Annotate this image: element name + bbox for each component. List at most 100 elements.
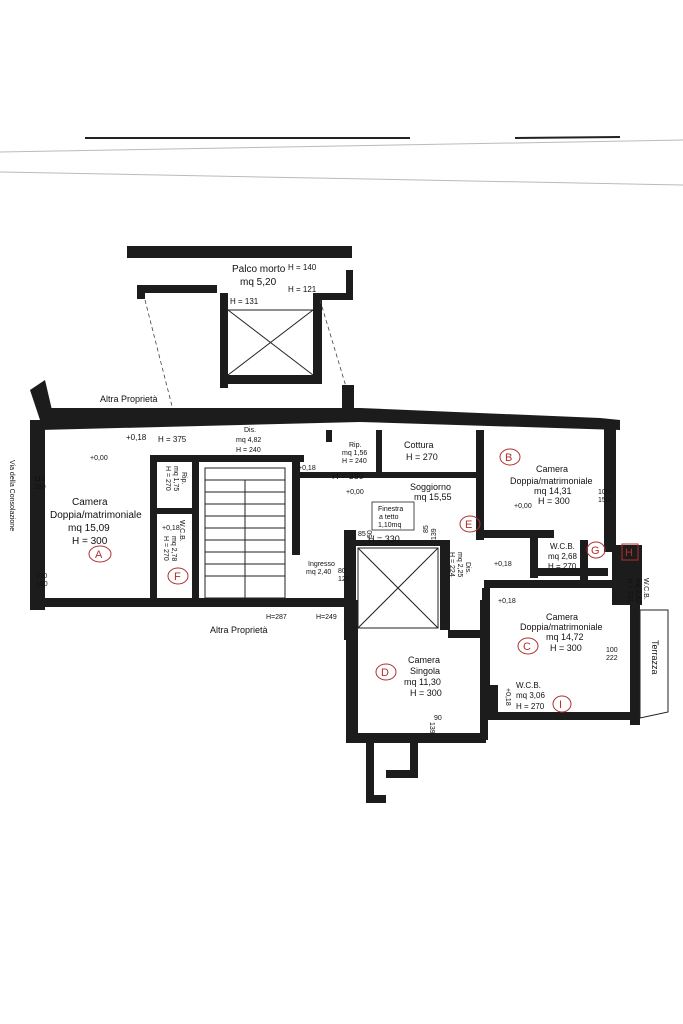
- room-b-letter: B: [505, 452, 512, 464]
- dis1-area: mq 4,82: [236, 437, 261, 444]
- rip2-area: mq 1,75: [172, 466, 179, 491]
- dis1-name: Dis.: [244, 427, 256, 434]
- room-e-name: Soggiorno: [410, 482, 451, 492]
- room-i-area: mq 3,06: [516, 691, 545, 700]
- dim-85-a: 85: [358, 531, 366, 538]
- room-i-name: W.C.B.: [516, 681, 541, 690]
- room-c-letter: C: [523, 641, 531, 653]
- dis2-height: H = 224: [448, 552, 455, 577]
- room-a-marker: [88, 545, 112, 563]
- terrazza-name: Terrazza: [650, 640, 660, 675]
- room-a-name1: Camera: [72, 497, 108, 508]
- dim-100-a: 100: [598, 489, 610, 496]
- palco-name: Palco morto: [232, 264, 286, 275]
- dim-222: 222: [606, 655, 618, 662]
- room-a-height: H = 300: [72, 536, 108, 547]
- annot-lvl-a-top: +0,18: [126, 433, 147, 442]
- room-g-letter: G: [591, 545, 600, 557]
- room-h-letter: H: [625, 547, 633, 559]
- annot-lvl0-a: +0,00: [90, 455, 108, 462]
- rip1-name: Rip.: [349, 442, 362, 449]
- dim-150: 150: [598, 497, 610, 504]
- cottura-name: Cottura: [404, 440, 434, 450]
- annot-lvl-g: +0,18: [494, 561, 512, 568]
- rip1-height: H = 240: [342, 458, 367, 465]
- room-e-area: mq 15,55: [414, 492, 452, 502]
- room-f-lvl: +0,18: [162, 525, 180, 532]
- dim-100-b: 100: [606, 647, 618, 654]
- room-e-height: H = 330: [368, 534, 400, 544]
- annot-lvl-dis: +0,18: [298, 465, 316, 472]
- room-b-name1: Camera: [536, 464, 568, 474]
- annot-lvl0-e: +0,00: [346, 489, 364, 496]
- room-c-marker: [517, 637, 539, 655]
- palco-area: mq 5,20: [240, 277, 277, 288]
- room-g-marker: [586, 541, 606, 559]
- rip2-name: Rip.: [180, 472, 187, 485]
- dim-90: 90: [434, 715, 442, 722]
- dim-85-b: 85: [423, 525, 430, 533]
- room-c-area: mq 14,72: [546, 632, 584, 642]
- dis1-height: H = 240: [236, 447, 261, 454]
- room-e-letter: E: [465, 519, 472, 531]
- palco-h2: H = 121: [288, 285, 317, 294]
- room-d-name2: Singola: [410, 666, 440, 676]
- dis2-name: Dis.: [464, 562, 471, 574]
- room-h-marker: [621, 543, 639, 561]
- street-top: Altra Proprietà: [100, 394, 158, 404]
- room-f-area: mq 2,78: [170, 536, 177, 561]
- room-b-name2: Doppia/matrimoniale: [510, 476, 593, 486]
- room-i-height: H = 270: [516, 702, 545, 711]
- room-i-marker: [552, 695, 572, 713]
- rip1-area: mq 1,56: [342, 450, 367, 457]
- room-a-name2: Doppia/matrimoniale: [50, 510, 142, 521]
- skylight-line3: 1,10mq: [378, 522, 401, 529]
- palco-morto-annex: [127, 246, 353, 411]
- room-d-area: mq 11,30: [404, 677, 441, 687]
- dim-110-b: 110: [36, 573, 47, 580]
- palco-h3: H = 131: [230, 297, 259, 306]
- room-h-area: mq 2,42: [634, 578, 641, 603]
- room-b-marker: [499, 448, 521, 466]
- annot-h375: H = 375: [158, 435, 187, 444]
- cottura-height: H = 270: [406, 452, 438, 462]
- ingresso-name: Ingresso: [308, 561, 335, 568]
- room-h-height: H = 221: [626, 578, 633, 603]
- staircase: [204, 467, 286, 599]
- annot-lvl0-b: +0,00: [514, 503, 532, 510]
- room-d-letter: D: [381, 667, 389, 679]
- street-left: Via della Consolazione: [8, 460, 15, 531]
- dim-50: 50: [367, 530, 374, 538]
- room-d-marker: [375, 663, 397, 681]
- annot-lvl-c: +0,18: [498, 598, 516, 605]
- annot-h389: H = 389: [332, 471, 364, 481]
- room-f-letter: F: [174, 571, 181, 583]
- street-bottom: Altra Proprietà: [210, 625, 268, 635]
- dim-180-a: 180: [34, 484, 46, 491]
- terrazza-area: [639, 609, 669, 719]
- room-c-height: H = 300: [550, 643, 582, 653]
- room-g-height: H = 270: [548, 562, 577, 571]
- room-b-area: mq 14,31: [534, 486, 572, 496]
- room-g-name: W.C.B.: [550, 542, 575, 551]
- dim-80: 80: [338, 568, 346, 575]
- dis2-area: mq 2,25: [456, 552, 463, 577]
- dim-180-b: 180: [36, 581, 48, 588]
- apartment-walls: [30, 380, 642, 803]
- skylight-line1: Finestra: [378, 506, 403, 513]
- room-g-area: mq 2,68: [548, 552, 577, 561]
- room-e-marker: [459, 515, 481, 533]
- ingresso-area: mq 2,40: [306, 569, 331, 576]
- room-i-lvl: +0,18: [504, 688, 511, 706]
- room-b-height: H = 300: [538, 496, 570, 506]
- skylight-line2: a tetto: [379, 514, 399, 521]
- lift-shaft: [357, 547, 439, 629]
- room-a-area: mq 15,09: [68, 523, 110, 534]
- dim-139-a: 139: [431, 528, 438, 540]
- room-d-height: H = 300: [410, 688, 442, 698]
- room-f-name: W.C.B.: [178, 520, 185, 542]
- room-f-height: H = 270: [162, 536, 169, 561]
- annot-h249: H=249: [316, 614, 337, 621]
- room-a-letter: A: [95, 549, 103, 561]
